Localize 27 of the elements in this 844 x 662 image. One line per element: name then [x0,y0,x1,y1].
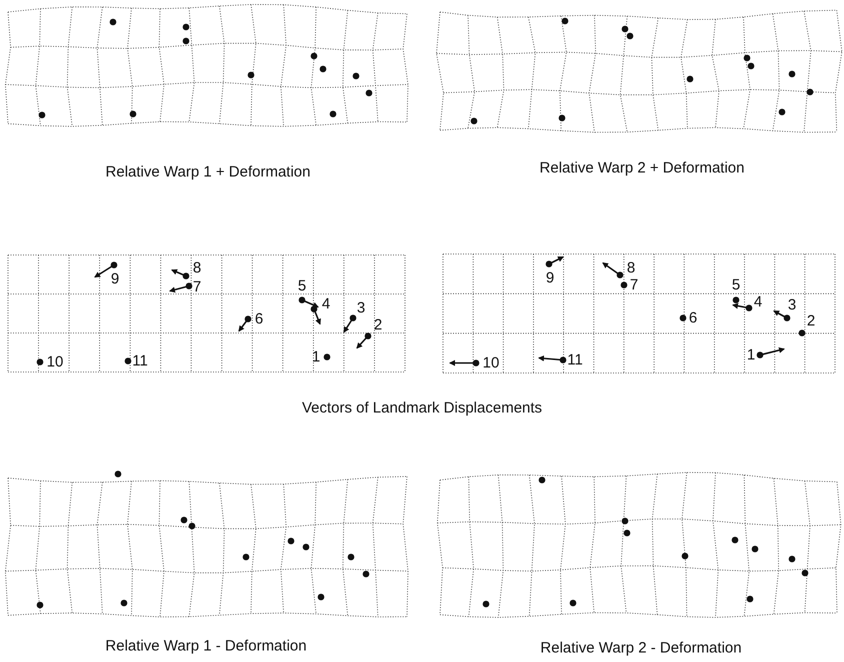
landmark-number: 5 [298,278,306,294]
landmark-number: 1 [746,348,756,362]
landmark-number: 1 [312,350,320,364]
landmark-number: 10 [482,356,500,370]
landmark-number: 2 [374,318,382,332]
landmark-number: 8 [626,260,636,276]
panel-caption: Relative Warp 2 - Deformation [540,640,742,656]
landmark-number: 3 [788,298,796,312]
landmark-number: 7 [630,278,638,292]
landmark-number: 2 [806,314,816,328]
landmark-number: 4 [754,294,762,310]
landmark-number: 10 [46,354,64,370]
panel-caption: Relative Warp 2 + Deformation [540,160,744,176]
landmark-number: 6 [254,312,264,326]
panel-caption: Vectors of Landmark Displacements [302,400,542,416]
landmark-number: 4 [322,296,330,312]
landmark-number: 11 [132,354,148,368]
panel-caption: Relative Warp 1 + Deformation [106,164,310,180]
landmark-number: 5 [732,278,740,292]
landmark-number: 11 [567,352,583,368]
landmark-number: 9 [110,272,120,286]
landmark-number: 9 [546,270,554,286]
landmark-number: 3 [356,300,366,316]
landmark-number: 6 [688,310,698,326]
panel-caption: Relative Warp 1 - Deformation [105,638,307,654]
landmark-number: 7 [192,280,202,294]
landmark-number: 8 [192,260,202,276]
